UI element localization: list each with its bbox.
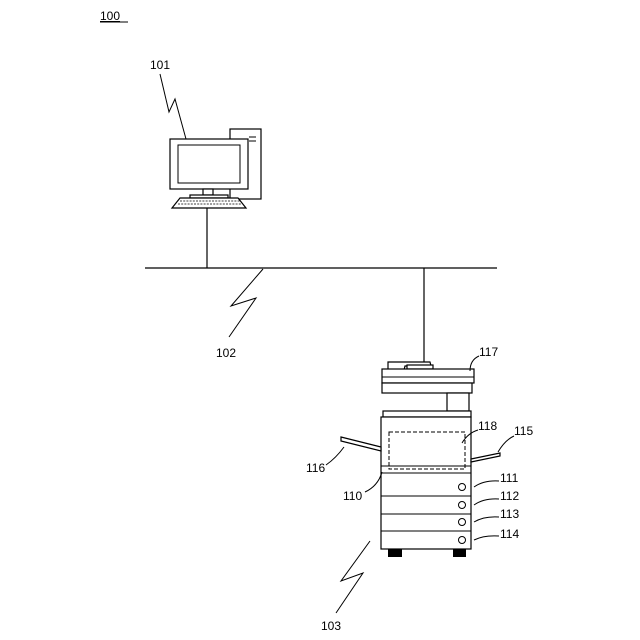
leader-mfp xyxy=(336,541,370,613)
label-tray-4: 114 xyxy=(500,527,519,541)
label-mfp-body: 110 xyxy=(343,489,362,503)
leader-network xyxy=(229,269,263,337)
label-output-tray-left: 116 xyxy=(306,461,325,475)
label-tray-3: 113 xyxy=(500,507,519,521)
mfp xyxy=(341,362,500,557)
label-output-tray-right: 115 xyxy=(514,424,533,438)
computer-monitor xyxy=(170,139,248,189)
mfp-foot-left xyxy=(388,549,402,557)
mfp-body xyxy=(381,417,471,549)
label-tray-1: 111 xyxy=(500,471,519,485)
leader-computer xyxy=(160,74,186,139)
mfp-document-feeder xyxy=(382,369,474,383)
mfp-output-tray-left xyxy=(341,437,381,451)
label-tray-2: 112 xyxy=(500,489,519,503)
computer xyxy=(170,129,261,208)
computer-keyboard xyxy=(172,198,246,208)
label-operation-panel: 118 xyxy=(478,419,497,433)
label-computer: 101 xyxy=(150,58,170,72)
label-network: 102 xyxy=(216,346,236,360)
figure-number: 100 xyxy=(100,9,120,23)
label-document-feeder: 117 xyxy=(479,345,498,359)
label-mfp-lead: 103 xyxy=(321,619,341,633)
mfp-output-tray-right xyxy=(471,453,500,462)
mfp-foot-right xyxy=(453,549,466,557)
